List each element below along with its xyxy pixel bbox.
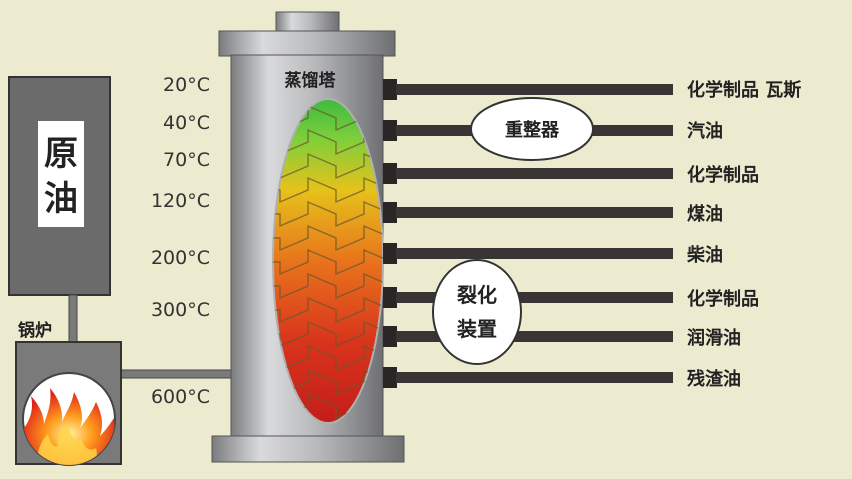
tower-tray	[273, 296, 383, 324]
boiler: 锅炉	[15, 320, 122, 466]
product-chemicals-gas: 化学制品 瓦斯	[687, 79, 801, 101]
tower-tray	[273, 176, 383, 204]
product-gasoline: 汽油	[687, 120, 723, 142]
tower-tray	[273, 200, 383, 228]
tower-label: 蒸馏塔	[285, 70, 337, 91]
product-lubricant: 润滑油	[687, 327, 741, 349]
crude-oil-tank: 原 油	[8, 76, 111, 296]
feed-pipe-horizontal	[119, 369, 233, 379]
reformer: 重整器	[470, 97, 594, 161]
cracker-label-2: 装置	[456, 317, 497, 341]
temp-40: 40°C	[163, 112, 210, 134]
tower-tray	[273, 272, 383, 300]
tower-tray	[273, 248, 383, 276]
product-chemicals-1: 化学制品	[687, 164, 759, 186]
product-diesel: 柴油	[686, 244, 723, 266]
product-chemicals-2: 化学制品	[687, 288, 759, 310]
pipe-6	[396, 292, 673, 303]
fire-icon	[23, 388, 115, 465]
temp-20: 20°C	[163, 74, 210, 96]
boiler-label: 锅炉	[18, 320, 52, 341]
product-kerosene: 煤油	[687, 203, 723, 225]
product-labels: 化学制品 瓦斯 汽油 化学制品 煤油 柴油 化学制品 润滑油 残渣油	[686, 79, 801, 390]
crude-oil-label-1: 原	[44, 134, 78, 174]
temp-70: 70°C	[163, 149, 210, 171]
cracking-unit: 裂化 装置	[432, 259, 522, 365]
temp-120: 120°C	[151, 190, 210, 212]
temp-300: 300°C	[151, 299, 210, 321]
reformer-label: 重整器	[505, 119, 560, 141]
cracker-label-1: 裂化	[457, 283, 497, 307]
output-pipes	[383, 79, 673, 388]
pipe-1	[396, 84, 673, 95]
temperature-scale: 20°C 40°C 70°C 120°C 200°C 300°C 600°C	[151, 74, 210, 408]
distillation-tower: 蒸馏塔	[211, 11, 405, 463]
crude-oil-label-2: 油	[44, 179, 78, 219]
feed-pipe-vertical	[68, 294, 78, 344]
pipe-7	[396, 331, 673, 342]
pipe-3	[396, 168, 673, 179]
tower-tray	[273, 224, 383, 252]
temp-200: 200°C	[151, 247, 210, 269]
product-residue: 残渣油	[687, 368, 741, 390]
pipe-4	[396, 207, 673, 218]
pipe-8	[396, 372, 673, 383]
temp-600: 600°C	[151, 386, 210, 408]
pipe-5	[396, 248, 673, 259]
